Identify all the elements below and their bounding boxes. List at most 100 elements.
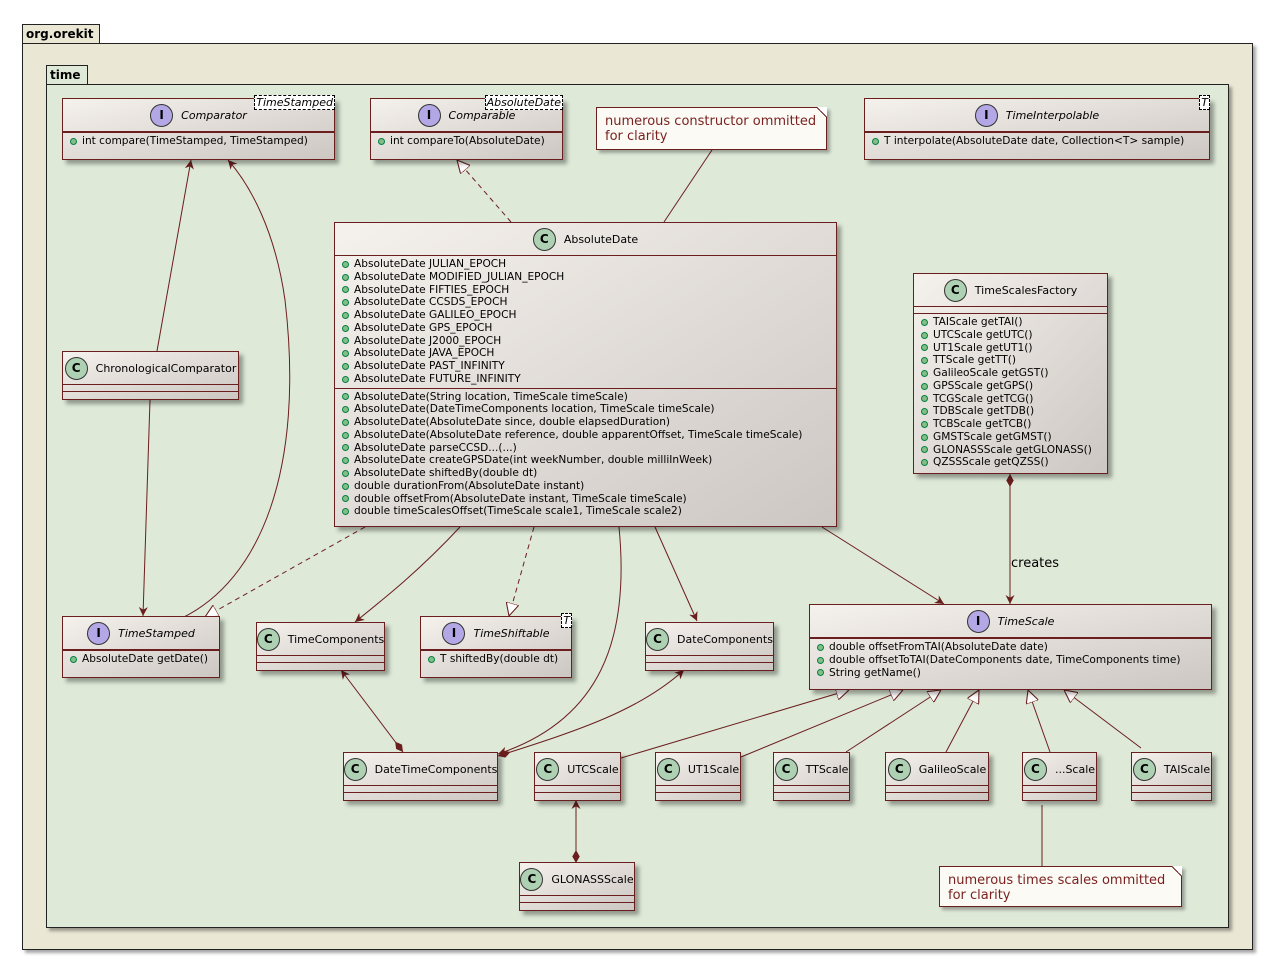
- interface-comparable: I Comparable AbsoluteDate int compareTo(…: [370, 95, 563, 160]
- field-text: AbsoluteDate PAST_INFINITY: [354, 360, 505, 372]
- edge-tai-timescale: [1064, 690, 1142, 749]
- field: AbsoluteDate PAST_INFINITY: [341, 360, 836, 373]
- note-constructors: numerous constructor ommitted for clarit…: [596, 107, 827, 150]
- field: AbsoluteDate GPS_EPOCH: [341, 322, 836, 335]
- method: AbsoluteDate shiftedBy(double dt): [341, 467, 836, 480]
- field-text: AbsoluteDate JULIAN_EPOCH: [354, 258, 507, 270]
- class-icon: C: [656, 757, 680, 781]
- edge-ut1-timescale: [740, 690, 903, 758]
- public-icon: [378, 137, 385, 145]
- public-icon: [817, 669, 824, 677]
- class-icon: C: [343, 757, 367, 781]
- method-text: QZSSScale getQZSS(): [933, 456, 1049, 469]
- class-taiscale: C TAIScale: [1131, 752, 1212, 801]
- public-icon: [921, 459, 928, 467]
- class-ttscale: C TTScale: [773, 752, 850, 801]
- class-chronologicalcomparator: C ChronologicalComparator: [62, 351, 239, 400]
- class-name: Comparable: [448, 108, 516, 122]
- edge-etc-timescale: [1028, 690, 1051, 753]
- class-name: GLONASSScale: [551, 872, 634, 886]
- method-text: AbsoluteDate parseCCSD...(...): [354, 441, 517, 454]
- method-text: AbsoluteDate createGPSDate(int weekNumbe…: [354, 454, 713, 467]
- method: int compare(TimeStamped, TimeStamped): [82, 135, 308, 147]
- method: AbsoluteDate(String location, TimeScale …: [341, 391, 836, 404]
- edge-absolutedate-datecomponents: [654, 526, 698, 622]
- public-icon: [921, 331, 928, 339]
- interface-timestamped: I TimeStamped AbsoluteDate getDate(): [62, 616, 220, 678]
- class-datecomponents: C DateComponents: [645, 622, 774, 671]
- edge-utc-timescale: [620, 690, 849, 759]
- class-etc-scale: C ...Scale: [1022, 752, 1097, 801]
- public-icon: [921, 357, 928, 365]
- interface-icon: I: [150, 103, 174, 127]
- edge-label-creates: creates: [1011, 556, 1060, 571]
- public-icon: [342, 457, 349, 465]
- method-text: double timeScalesOffset(TimeScale scale1…: [354, 505, 682, 518]
- generic-param: AbsoluteDate: [484, 95, 563, 110]
- method-list: double offsetFromTAI(AbsoluteDate date)d…: [810, 639, 1211, 681]
- method: double offsetFrom(AbsoluteDate instant, …: [341, 493, 836, 506]
- public-icon: [342, 311, 349, 319]
- class-name: TimeScale: [997, 614, 1055, 628]
- public-icon: [342, 273, 349, 281]
- class-icon: C: [943, 278, 967, 302]
- method: GLONASSScale getGLONASS(): [920, 444, 1107, 457]
- public-icon: [342, 508, 349, 516]
- interface-icon: I: [966, 609, 990, 633]
- method: int compareTo(AbsoluteDate): [390, 135, 545, 147]
- class-icon: C: [887, 757, 911, 781]
- public-icon: [921, 344, 928, 352]
- class-icon: C: [64, 356, 88, 380]
- public-icon: [872, 137, 879, 145]
- public-icon: [921, 318, 928, 326]
- note-link-constructor: [663, 149, 713, 223]
- method-text: GLONASSScale getGLONASS(): [933, 443, 1092, 456]
- method: AbsoluteDate(AbsoluteDate since, double …: [341, 416, 836, 429]
- edge-chrono-comparator: [156, 159, 194, 352]
- class-name: ...Scale: [1054, 762, 1096, 776]
- public-icon: [817, 656, 824, 664]
- note-line: numerous times scales ommitted: [948, 873, 1166, 888]
- field: AbsoluteDate CCSDS_EPOCH: [341, 296, 836, 309]
- method-text: TCBScale getTCB(): [933, 418, 1032, 430]
- method-text: UT1Scale getUT1(): [933, 341, 1033, 354]
- class-name: TimeInterpolable: [1005, 108, 1100, 122]
- method: QZSSScale getQZSS(): [920, 456, 1107, 469]
- edge-absolutedate-timescale: [821, 526, 945, 605]
- public-icon: [342, 375, 349, 383]
- method-text: GalileoScale getGST(): [933, 367, 1049, 379]
- interface-icon: I: [417, 103, 441, 127]
- class-icon: C: [256, 627, 280, 651]
- class-name: AbsoluteDate: [563, 232, 639, 246]
- method: String getName(): [816, 667, 1211, 680]
- method: AbsoluteDate(AbsoluteDate reference, dou…: [341, 429, 836, 442]
- method: double offsetToTAI(DateComponents date, …: [816, 654, 1211, 667]
- public-icon: [342, 431, 349, 439]
- field: AbsoluteDate FIFTIES_EPOCH: [341, 284, 836, 297]
- method: AbsoluteDate parseCCSD...(...): [341, 442, 836, 455]
- field: AbsoluteDate JULIAN_EPOCH: [341, 258, 836, 271]
- method: T shiftedBy(double dt): [440, 653, 559, 665]
- interface-icon: I: [974, 103, 998, 127]
- class-galileoscale: C GalileoScale: [885, 752, 989, 801]
- edge-datetimecomponents-timecomponents: [340, 669, 404, 753]
- note-time-scales: numerous times scales ommitted for clari…: [939, 866, 1182, 907]
- method: GMSTScale getGMST(): [920, 431, 1107, 444]
- method: AbsoluteDate getDate(): [82, 653, 208, 665]
- class-icon: C: [536, 757, 560, 781]
- public-icon: [70, 137, 77, 145]
- public-icon: [342, 482, 349, 490]
- class-name: TAIScale: [1163, 762, 1211, 776]
- note-line: numerous constructor ommitted: [605, 114, 817, 129]
- public-icon: [70, 655, 77, 663]
- class-ut1scale: C UT1Scale: [655, 752, 741, 801]
- class-icon: C: [532, 227, 556, 251]
- method: UT1Scale getUT1(): [920, 342, 1107, 355]
- method: double durationFrom(AbsoluteDate instant…: [341, 480, 836, 493]
- class-timecomponents: C TimeComponents: [256, 622, 385, 671]
- method: AbsoluteDate createGPSDate(int weekNumbe…: [341, 454, 836, 467]
- package-tab-org-orekit: org.orekit: [22, 24, 101, 44]
- class-icon: C: [1023, 757, 1047, 781]
- field: AbsoluteDate JAVA_EPOCH: [341, 347, 836, 360]
- class-name: TimeShiftable: [473, 626, 550, 640]
